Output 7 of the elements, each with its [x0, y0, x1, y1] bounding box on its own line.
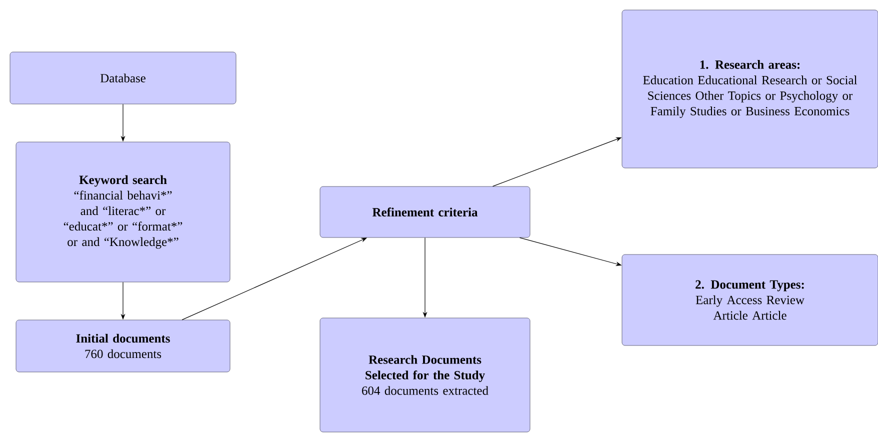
- process-box: Keyword search “financial behavi*” and “literac*” or “educat*” or “format*” or and “Knowledge*”: [16, 142, 230, 282]
- process-box: 2. Document Types: Early Access Review Article Article: [622, 254, 878, 346]
- process-box: 1. Research areas: Education Educational Research or Social Sciences Other Topics or Psychology or Family Studies or Business Economics: [622, 10, 878, 168]
- process-box: Research Documents Selected for the Study 604 documents extracted: [320, 318, 530, 432]
- process-box: Database: [10, 52, 236, 104]
- process-box: Refinement criteria: [320, 186, 530, 238]
- process-box: Initial documents 760 documents: [16, 320, 230, 372]
